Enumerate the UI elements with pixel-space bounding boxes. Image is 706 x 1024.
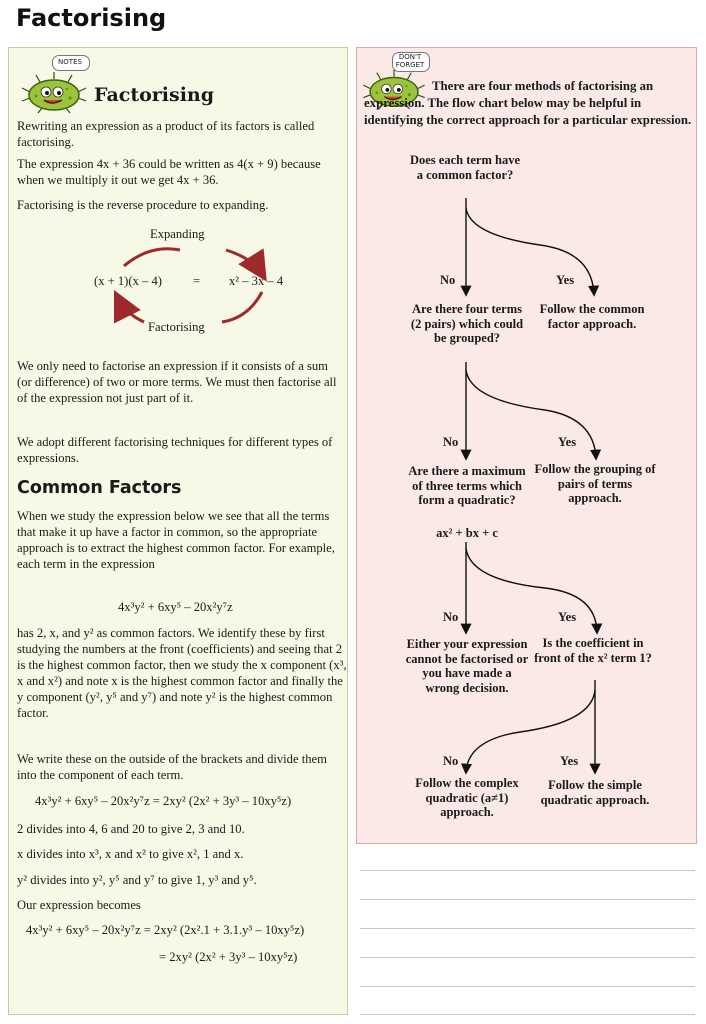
techniques-paragraph: We adopt different factorising technique… [17, 435, 333, 465]
q3-no-label: No [443, 610, 459, 624]
a3-cannot-factorise: Either your expression cannot be factori… [405, 637, 529, 695]
q3-yes-arrow [465, 547, 603, 635]
q3-formula: ax² + bx + c [436, 526, 498, 540]
sum-paragraph: We only need to factorise an expression … [17, 359, 337, 405]
example-paragraph: The expression 4x + 36 could be written … [17, 157, 321, 187]
dont-forget-tag-line2: FORGET [395, 61, 425, 69]
q4-no-label: No [443, 754, 459, 768]
ruled-line [360, 899, 695, 900]
expression-3: 4x³y² + 6xy⁵ – 20x²y⁷z = 2xy² (2x².1 + 3… [26, 923, 305, 937]
page-title: Factorising [16, 4, 167, 32]
divide-line-3: y² divides into y², y⁵ and y⁷ to give 1,… [17, 873, 257, 887]
notes-heading: Factorising [94, 84, 215, 106]
q3-three-terms: Are there a maximum of three terms which… [408, 464, 526, 507]
brackets-paragraph: We write these on the outside of the bra… [17, 752, 327, 782]
flowchart-intro-text: There are four methods of factorising an… [364, 79, 692, 127]
definition-paragraph: Rewriting an expression as a product of … [17, 119, 315, 149]
a4-complex-quadratic: Follow the complex quadratic (a≠1) appro… [415, 776, 519, 819]
dont-forget-tag [392, 52, 430, 72]
notes-panel [8, 47, 348, 1015]
q2-yes-label: Yes [558, 435, 577, 449]
q1-no-label: No [440, 273, 456, 287]
notes-tag [52, 55, 90, 71]
factorising-label: Factorising [148, 320, 205, 334]
flowchart-intro: There are four methods of factorising an… [364, 78, 694, 129]
divide-line-1: 2 divides into 4, 6 and 20 to give 2, 3 … [17, 822, 245, 836]
expression-2: 4x³y² + 6xy⁵ – 20x²y⁷z = 2xy² (2x² + 3y³… [35, 794, 292, 808]
q3-yes-label: Yes [558, 610, 577, 624]
q1-yes-label: Yes [556, 273, 575, 287]
q1-yes-arrow [465, 207, 600, 297]
ruled-line [360, 870, 695, 871]
dont-forget-bug-icon [360, 66, 430, 110]
q1-common-factor: Does each term have a common factor? [409, 153, 521, 182]
expression-1: 4x³y² + 6xy⁵ – 20x²y⁷z [118, 600, 233, 614]
dont-forget-panel [356, 47, 697, 844]
a5-simple-quadratic: Follow the simple quadratic approach. [540, 778, 650, 807]
q2-yes-arrow [465, 369, 602, 461]
reverse-paragraph: Factorising is the reverse procedure to … [17, 198, 269, 212]
expanding-label: Expanding [150, 227, 205, 241]
dont-forget-tag-line1: DON'T [398, 53, 422, 61]
identify-paragraph: has 2, x, and y² as common factors. We i… [17, 626, 347, 720]
q4-yes-label: Yes [560, 754, 579, 768]
q4-no-arrow [460, 689, 596, 775]
expanding-arrow [123, 247, 181, 268]
q2-no-label: No [443, 435, 459, 449]
q4-coefficient: Is the coefficient in front of the x² te… [534, 636, 652, 665]
notes-bug-icon [20, 68, 90, 114]
equals-sign: = [193, 274, 201, 288]
ruled-line [360, 986, 695, 987]
expression-4: = 2xy² (2x² + 3y³ – 10xy⁵z) [159, 950, 298, 964]
ruled-line [360, 1014, 695, 1015]
ruled-line [360, 928, 695, 929]
a2-grouping-approach: Follow the grouping of pairs of terms ap… [534, 462, 656, 505]
q2-four-terms: Are there four terms (2 pairs) which cou… [410, 302, 524, 345]
factorising-arrow-head [113, 289, 145, 324]
ruled-line [360, 957, 695, 958]
becomes-line: Our expression becomes [17, 898, 141, 912]
common-factor-paragraph: When we study the expression below we se… [17, 509, 335, 571]
divide-line-2: x divides into x³, x and x² to give x², … [17, 847, 244, 861]
lhs-expression: (x + 1)(x – 4) [94, 274, 162, 288]
common-factors-heading: Common Factors [17, 478, 182, 498]
expanding-arrow-head [225, 248, 267, 282]
a1-common-factor-approach: Follow the common factor approach. [539, 302, 645, 331]
notes-tag-label: NOTES [58, 58, 82, 66]
factorising-arrow [221, 291, 264, 324]
